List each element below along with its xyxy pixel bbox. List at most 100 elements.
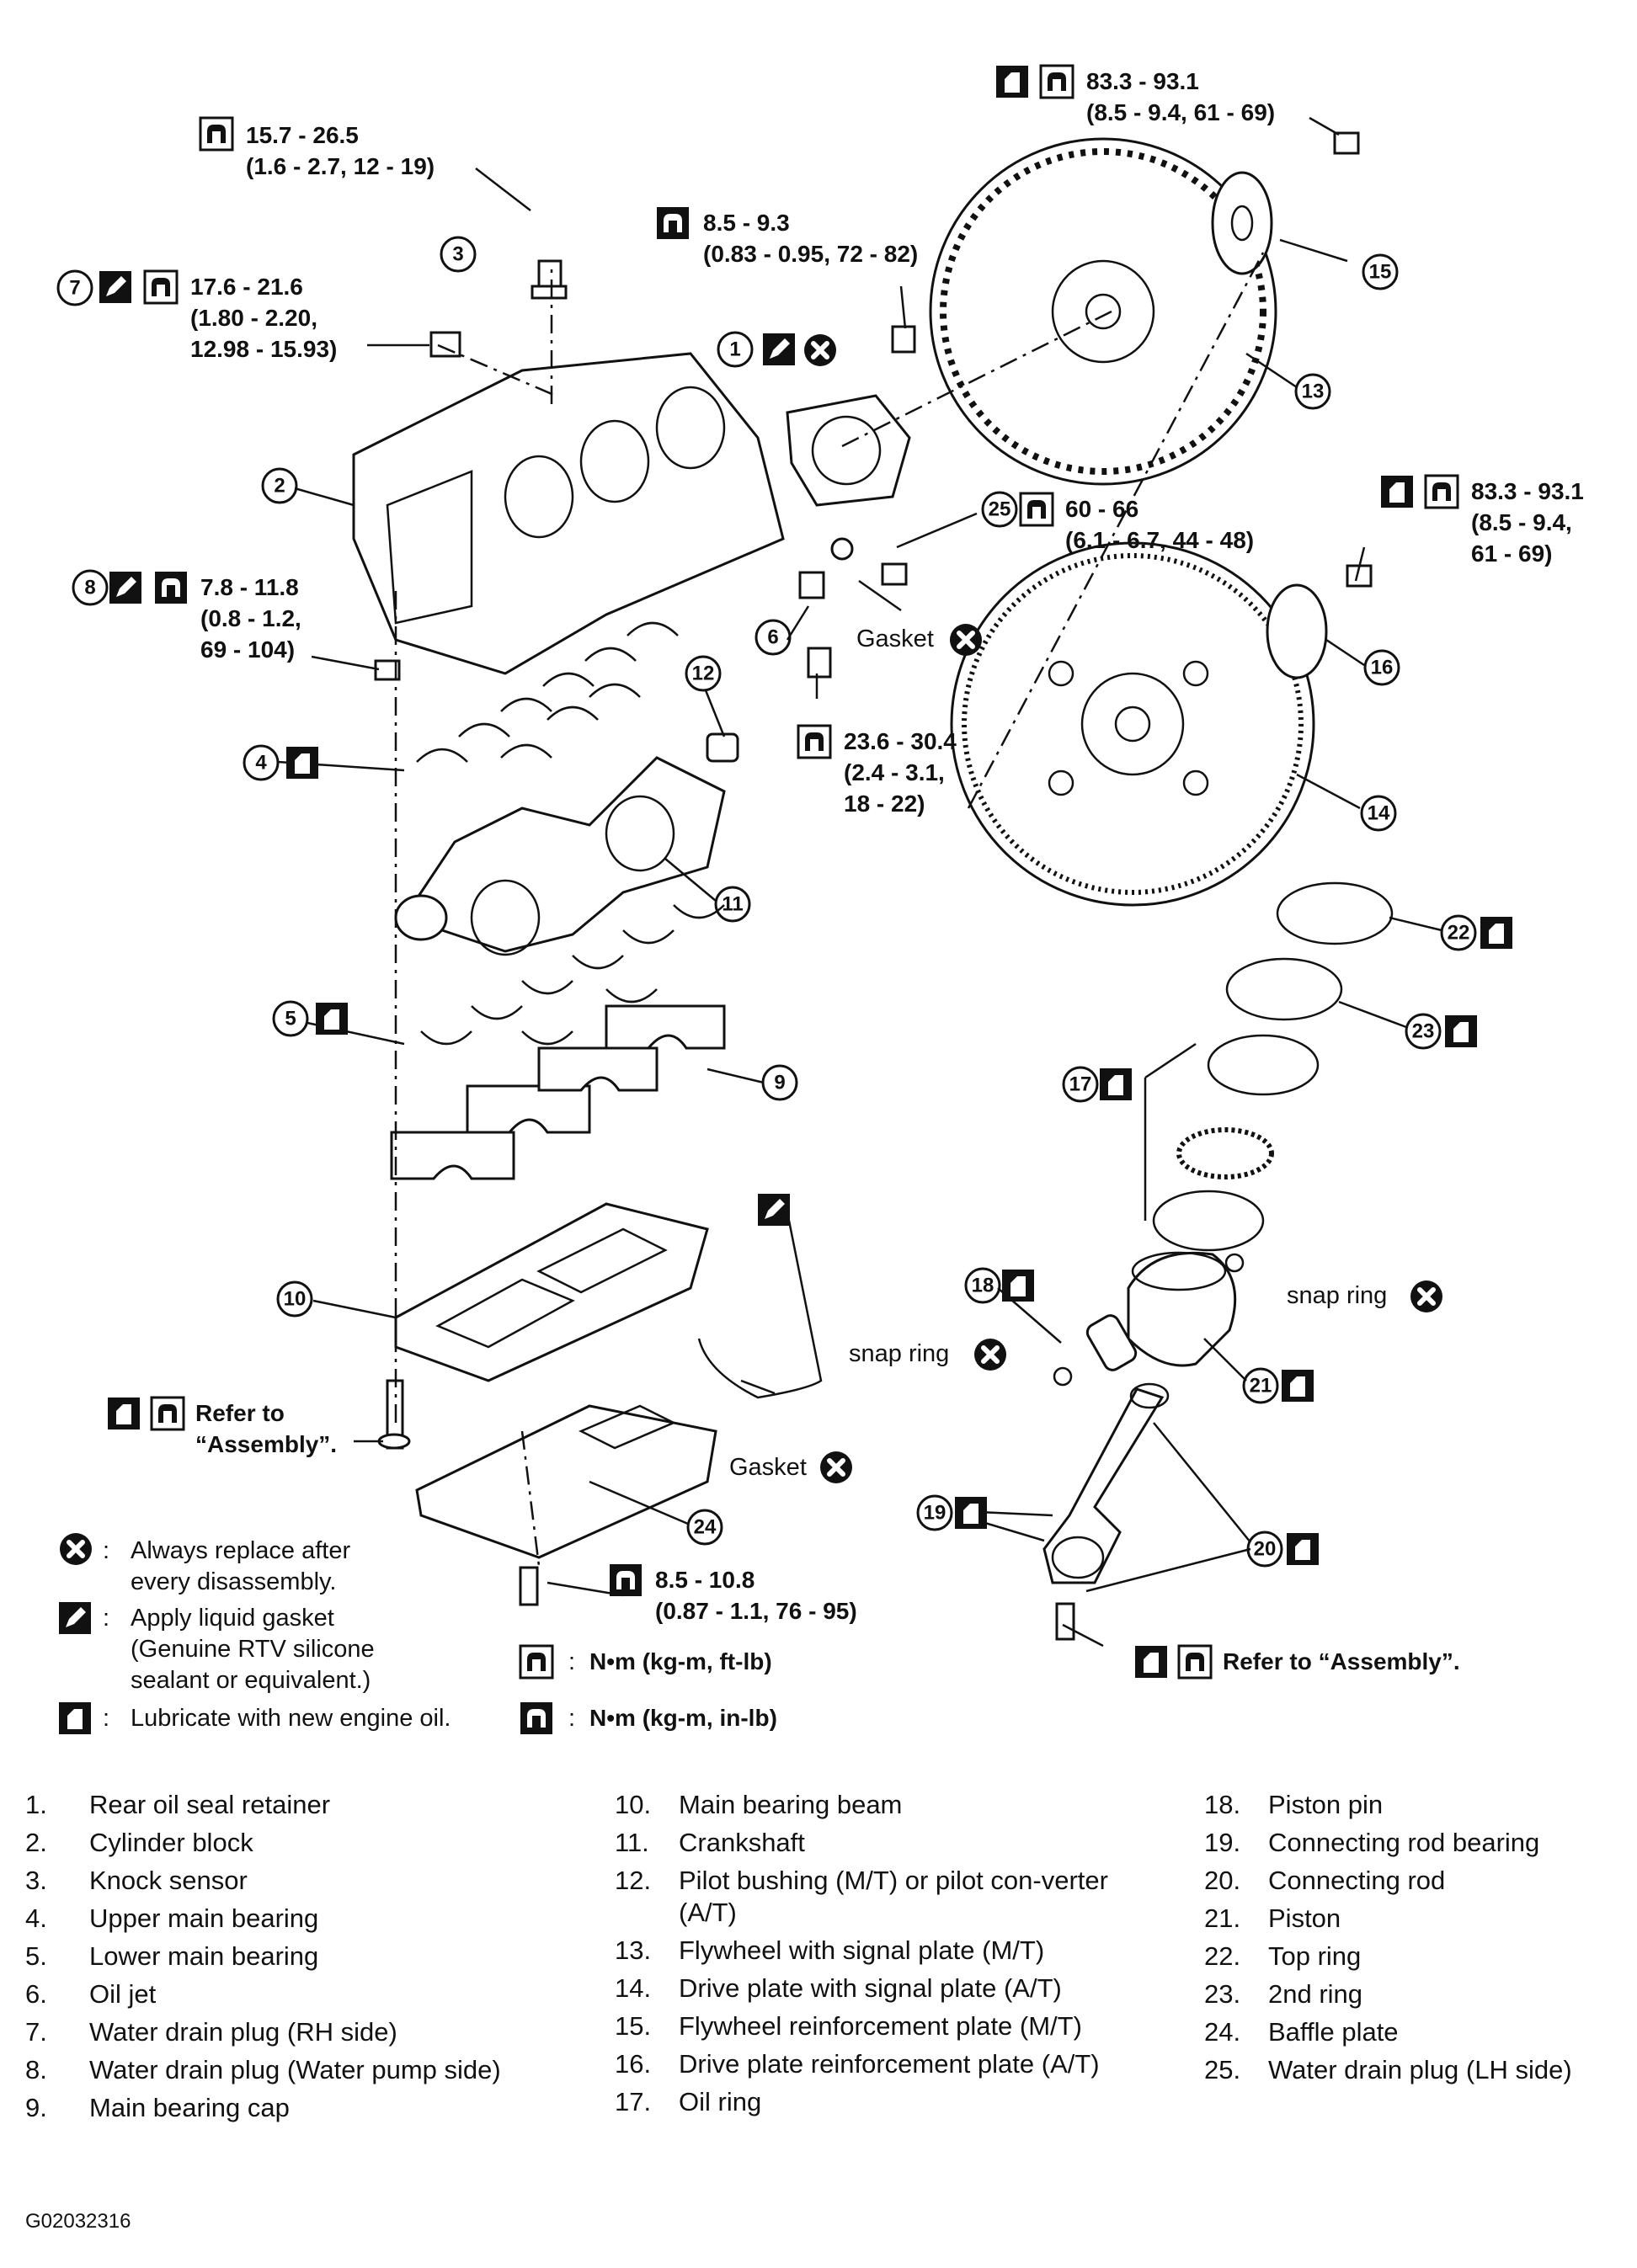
svg-text:60 - 66: 60 - 66 bbox=[1065, 496, 1138, 522]
legend-unit-ftlb: : N•m (kg-m, ft-lb) bbox=[519, 1644, 772, 1680]
parts-list-description: Main bearing cap bbox=[89, 2093, 290, 2122]
upper-main-bearings bbox=[416, 621, 679, 763]
legend-lubricate: : Lubricate with new engine oil. bbox=[59, 1702, 451, 1734]
parts-list-description: Connecting rod bbox=[1268, 1866, 1446, 1895]
parts-list-item: 25. Water drain plug (LH side) bbox=[1204, 2054, 1625, 2086]
parts-list-number: 11. bbox=[615, 1828, 649, 1857]
figure-code: G02032316 bbox=[25, 2210, 131, 2233]
parts-list-number: 6. bbox=[25, 1979, 47, 2009]
svg-text:5: 5 bbox=[285, 1008, 296, 1030]
svg-text:24: 24 bbox=[694, 1516, 717, 1539]
svg-text:83.3 - 93.1: 83.3 - 93.1 bbox=[1086, 68, 1199, 94]
parts-list-number: 9. bbox=[25, 2093, 47, 2122]
torque-spec-seal-retainer: 8.5 - 9.3 (0.83 - 0.95, 72 - 82) bbox=[657, 207, 918, 366]
parts-list-description: Piston bbox=[1268, 1903, 1341, 1933]
svg-text:25: 25 bbox=[989, 498, 1011, 521]
parts-list-number: 5. bbox=[25, 1941, 47, 1971]
svg-text:(0.83 - 0.95, 72 - 82): (0.83 - 0.95, 72 - 82) bbox=[703, 241, 918, 267]
svg-text:1: 1 bbox=[729, 338, 740, 361]
centerlines bbox=[394, 252, 1265, 1567]
parts-list-item: 23. 2nd ring bbox=[1204, 1978, 1625, 2010]
svg-text:7.8 - 11.8: 7.8 - 11.8 bbox=[200, 574, 299, 600]
torque-spec-baffle-bolt: 8.5 - 10.8 (0.87 - 1.1, 76 - 95) bbox=[610, 1564, 857, 1624]
parts-list-description: Water drain plug (Water pump side) bbox=[89, 2055, 501, 2084]
parts-list-description: Oil ring bbox=[679, 2087, 762, 2116]
parts-list-description: Drive plate reinforcement plate (A/T) bbox=[679, 2049, 1100, 2079]
callout-number-16: 16 bbox=[1363, 649, 1400, 686]
torque-spec-rh-drain-plug: 17.6 - 21.6 (1.80 - 2.20, 12.98 - 15.93) bbox=[99, 269, 337, 362]
parts-list-item: 7.Water drain plug (RH side) bbox=[25, 2016, 564, 2048]
callout-number-4: 4 bbox=[243, 744, 280, 781]
svg-text:(2.4 - 3.1,: (2.4 - 3.1, bbox=[844, 759, 945, 785]
parts-list-number: 14. bbox=[615, 1973, 652, 2003]
parts-list-description: Water drain plug (LH side) bbox=[1268, 2055, 1572, 2084]
parts-list-description: Flywheel reinforcement plate (M/T) bbox=[679, 2011, 1082, 2041]
parts-list-number: 23. bbox=[1204, 1979, 1241, 2009]
parts-list-item: 20.Connecting rod bbox=[1204, 1865, 1625, 1897]
svg-text:Always replace after: Always replace after bbox=[131, 1537, 350, 1564]
baffle-plate bbox=[415, 1404, 717, 1606]
parts-list-description: Top ring bbox=[1268, 1941, 1362, 1971]
oil-jet bbox=[798, 571, 832, 679]
svg-text:Refer to “Assembly”.: Refer to “Assembly”. bbox=[1223, 1648, 1460, 1674]
svg-text:“Assembly”.: “Assembly”. bbox=[195, 1431, 337, 1457]
crankshaft bbox=[394, 756, 726, 956]
svg-text:15.7 - 26.5: 15.7 - 26.5 bbox=[246, 122, 359, 148]
parts-list-description: Crankshaft bbox=[679, 1828, 805, 1857]
flywheel bbox=[929, 137, 1277, 486]
svg-text:19: 19 bbox=[924, 1502, 946, 1525]
svg-text:Refer to: Refer to bbox=[195, 1400, 285, 1426]
svg-text:(8.5 - 9.4, 61 - 69): (8.5 - 9.4, 61 - 69) bbox=[1086, 99, 1275, 125]
svg-text:9: 9 bbox=[774, 1072, 785, 1094]
snap-ring-callout-right: snap ring bbox=[1287, 1280, 1442, 1312]
parts-list-number: 24. bbox=[1204, 2017, 1241, 2047]
parts-list-description: 2nd ring bbox=[1268, 1979, 1363, 2009]
callout-number-2: 2 bbox=[261, 467, 298, 504]
parts-list-number: 25. bbox=[1204, 2055, 1241, 2084]
lubricate-icon-connecting-rod bbox=[1287, 1533, 1319, 1565]
svg-text:(0.8 - 1.2,: (0.8 - 1.2, bbox=[200, 605, 301, 631]
water-drain-plug-wp bbox=[374, 659, 401, 681]
svg-text:4: 4 bbox=[255, 752, 267, 775]
parts-list-description: Baffle plate bbox=[1268, 2017, 1399, 2047]
parts-list-description: Oil jet bbox=[89, 1979, 157, 2009]
water-drain-plug-lh bbox=[830, 537, 908, 586]
svg-text:(0.87 - 1.1, 76 - 95): (0.87 - 1.1, 76 - 95) bbox=[655, 1598, 857, 1624]
cylinder-block bbox=[352, 352, 785, 675]
svg-text::: : bbox=[568, 1705, 575, 1732]
parts-list-number: 3. bbox=[25, 1866, 47, 1895]
callout-number-15: 15 bbox=[1362, 253, 1399, 290]
piston bbox=[1127, 1251, 1237, 1367]
callout-number-22: 22 bbox=[1440, 914, 1477, 951]
top-ring bbox=[1276, 881, 1394, 945]
parts-list-number: 2. bbox=[25, 1828, 47, 1857]
flywheel-reinforcement-plate bbox=[1211, 131, 1360, 275]
svg-text:17: 17 bbox=[1069, 1073, 1092, 1096]
svg-text:(1.80 - 2.20,: (1.80 - 2.20, bbox=[190, 305, 317, 331]
svg-text:8.5 - 9.3: 8.5 - 9.3 bbox=[703, 210, 790, 236]
svg-text:69 - 104): 69 - 104) bbox=[200, 636, 295, 663]
lubricate-icon-top-ring bbox=[1480, 917, 1512, 949]
parts-list-description: Cylinder block bbox=[89, 1828, 253, 1857]
parts-list-description: Drive plate with signal plate (A/T) bbox=[679, 1973, 1062, 2003]
callout-number-17: 17 bbox=[1062, 1066, 1099, 1103]
svg-text:15: 15 bbox=[1369, 261, 1392, 284]
refer-assembly-beam-bolt: Refer to “Assembly”. bbox=[108, 1396, 337, 1457]
parts-list-number: 10. bbox=[615, 1790, 652, 1819]
sealant-icon-baffle bbox=[758, 1194, 790, 1226]
parts-list-item: 24. Baffle plate bbox=[1204, 2016, 1625, 2048]
svg-text:snap ring: snap ring bbox=[1287, 1282, 1387, 1309]
svg-text:18 - 22): 18 - 22) bbox=[844, 791, 925, 817]
svg-text:Gasket: Gasket bbox=[729, 1454, 807, 1481]
piston-pin bbox=[1085, 1314, 1138, 1371]
leader-lines bbox=[277, 116, 1442, 1648]
svg-text:snap ring: snap ring bbox=[849, 1340, 949, 1367]
svg-text:83.3 - 93.1: 83.3 - 93.1 bbox=[1471, 478, 1584, 504]
parts-list-description: Lower main bearing bbox=[89, 1941, 319, 1971]
snap-ring-callout-left: snap ring bbox=[849, 1339, 1006, 1371]
legend-unit-inlb: : N•m (kg-m, in-lb) bbox=[520, 1702, 777, 1734]
svg-text:11: 11 bbox=[722, 893, 743, 916]
parts-list-description: Flywheel with signal plate (M/T) bbox=[679, 1935, 1045, 1965]
